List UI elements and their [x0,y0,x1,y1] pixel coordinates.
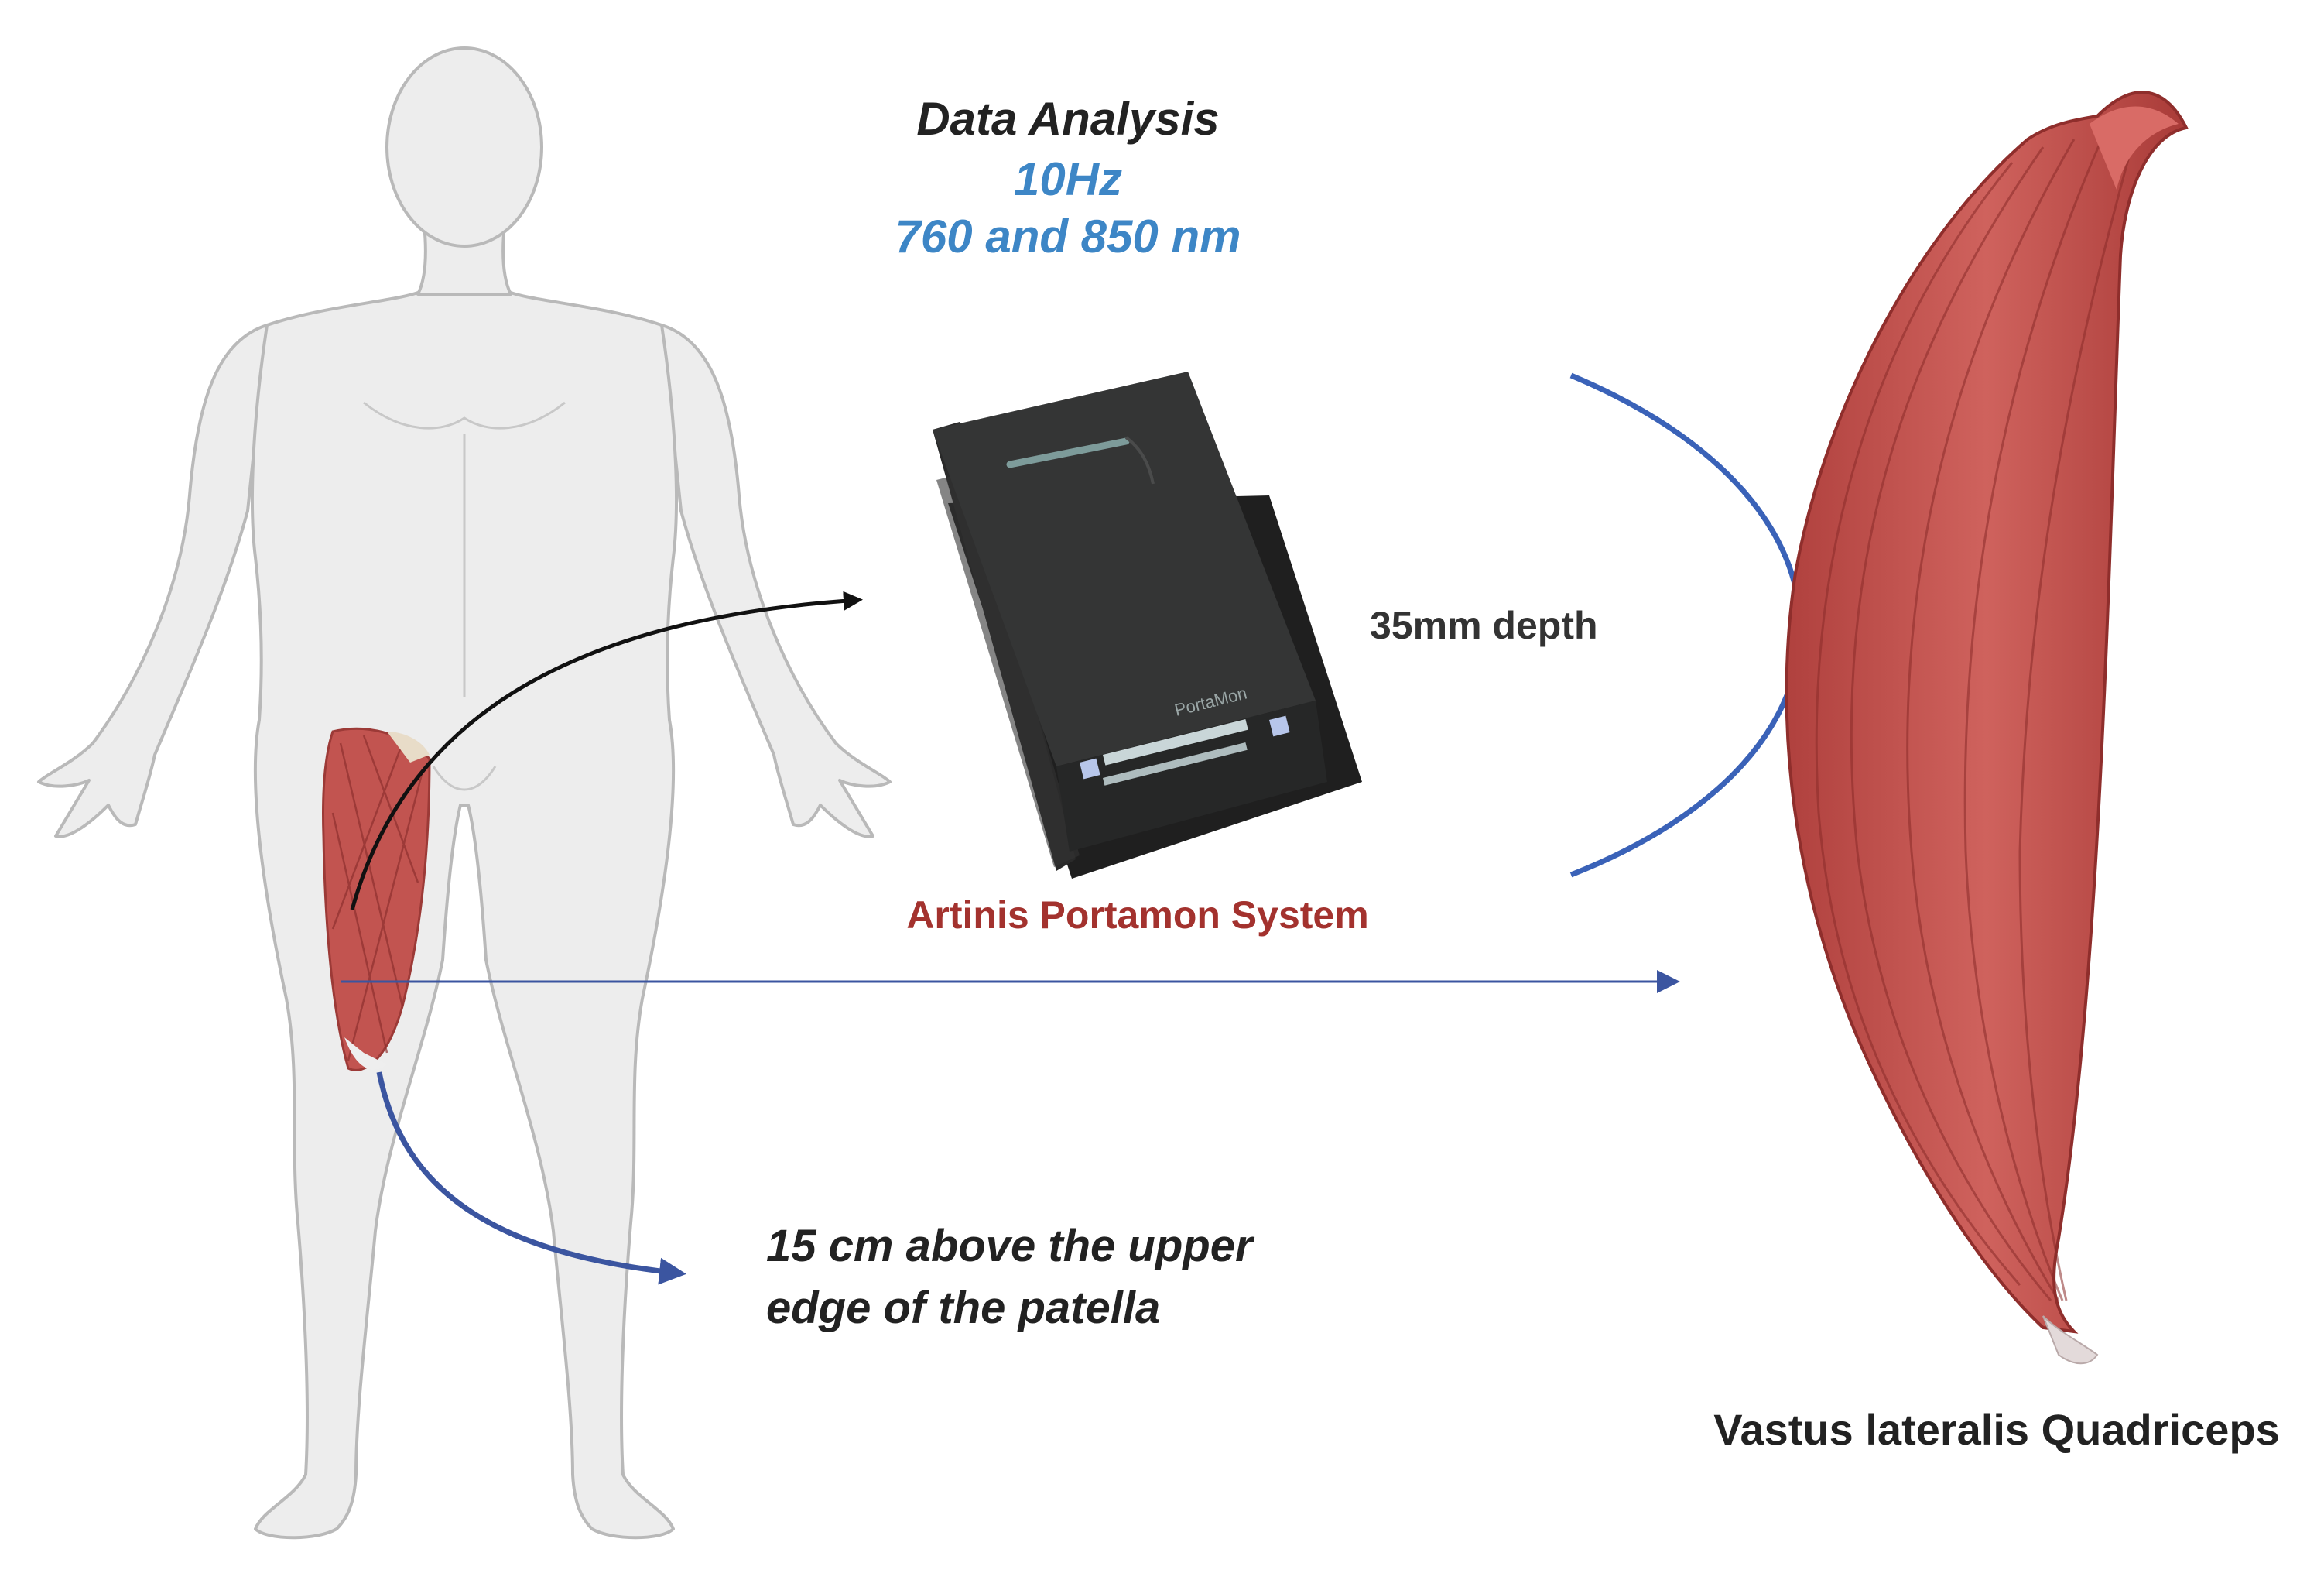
muscle-name-label: Vastus lateralis Quadriceps [1713,1405,2280,1454]
device-name-label: Artinis Portamon System [906,893,1369,937]
frequency-label: 10Hz [1013,153,1123,205]
thigh-to-device-arrow [350,591,863,910]
thigh-muscle-icon [322,727,431,1071]
location-label-line1: 15 cm above the upper [766,1221,1253,1271]
nirs-device-icon: PortaMon [933,372,1362,879]
body-contour-lines [363,401,566,791]
human-body-icon [37,46,892,1540]
muscle-icon [1785,91,2189,1365]
depth-label: 35mm depth [1370,604,1598,647]
depth-arc [1569,372,1803,878]
location-label-line2: edge of the patella [766,1283,1161,1333]
location-arrow [376,1071,686,1285]
data-analysis-title: Data Analysis [916,93,1220,145]
wavelength-label: 760 and 850 nm [895,211,1241,262]
